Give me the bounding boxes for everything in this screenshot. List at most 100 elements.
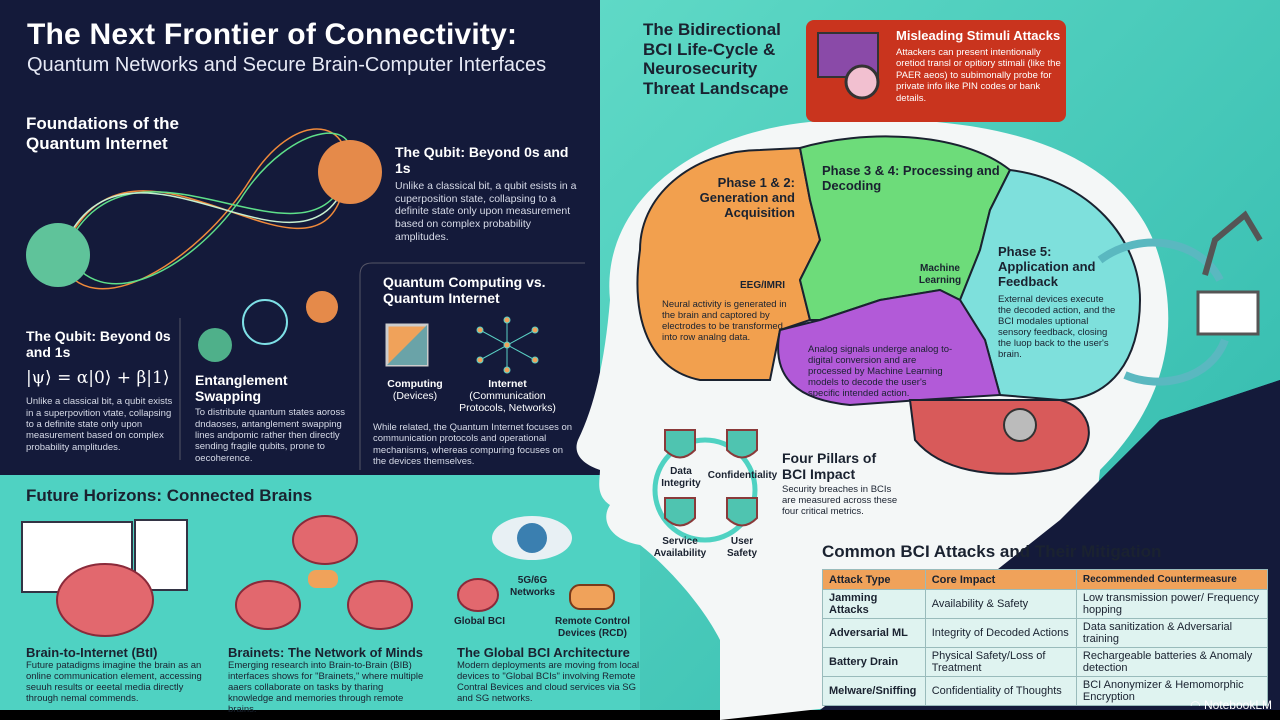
cell: Melware/Sniffing bbox=[822, 676, 926, 706]
qubit-formula: |ψ⟩ = α|0⟩ + β|1⟩ bbox=[26, 368, 170, 389]
shield-gear-icon bbox=[664, 497, 696, 527]
header-core-impact: Core Impact bbox=[924, 569, 1077, 590]
bci-title: The Bidirectional BCI Life-Cycle & Neuro… bbox=[643, 20, 789, 98]
gamepad-icon bbox=[569, 584, 615, 610]
phase-3-4-text: Analog signals underge analog to-digital… bbox=[808, 344, 953, 399]
pillars-section: Four Pillars of BCI Impact Security brea… bbox=[782, 450, 902, 518]
bti-section: Brain-to-Internet (BtI) Future patadigms… bbox=[26, 645, 206, 705]
brain-icon-left bbox=[235, 580, 301, 630]
cell: Availability & Safety bbox=[924, 589, 1077, 619]
phase-1-2-title: Phase 1 & 2: Generation and Acquisition bbox=[699, 175, 795, 220]
shield-check-icon bbox=[726, 497, 758, 527]
network-label: 5G/6G Networks bbox=[509, 575, 555, 598]
page-title: The Next Frontier of Connectivity: bbox=[27, 18, 518, 51]
cell: Adversarial ML bbox=[822, 618, 926, 648]
network-icon bbox=[476, 316, 539, 374]
phase-3-4-title: Phase 3 & 4: Processing and Decoding bbox=[822, 163, 1000, 193]
ml-label: Machine Learning bbox=[918, 263, 962, 286]
swap-sphere-right bbox=[306, 291, 338, 323]
pillars-ring bbox=[652, 437, 758, 543]
bti-text: Future patadigms imagine the brain as an… bbox=[26, 659, 202, 704]
bottom-bar bbox=[0, 710, 1280, 720]
header-attack-type: Attack Type bbox=[822, 569, 926, 590]
phase-5-text: External devices execute the decoded act… bbox=[998, 294, 1116, 360]
rcd-label: Remote Control Devices (RCD) bbox=[555, 616, 630, 639]
brain-icon-top bbox=[292, 515, 358, 565]
feedback-arrow-icon bbox=[1097, 238, 1224, 282]
qubit-sphere-right bbox=[318, 140, 382, 204]
swapping-section: Entanglement Swapping To distribute quan… bbox=[195, 372, 355, 464]
swapping-text: To distribute quantum states aoross dnda… bbox=[195, 407, 345, 464]
cell: Battery Drain bbox=[822, 647, 926, 677]
global-bci-label: Global BCI bbox=[453, 616, 506, 627]
swap-vortex bbox=[242, 299, 288, 345]
computing-label: Computing(Devices) bbox=[380, 378, 450, 402]
magnifier-icon bbox=[844, 64, 880, 100]
implant-device bbox=[1003, 408, 1037, 442]
computing-sub: (Devices) bbox=[392, 390, 438, 403]
internet-sub: (Communication Protocols, Networks) bbox=[459, 390, 556, 415]
global-section: The Global BCI Architecture Modern deplo… bbox=[457, 645, 642, 705]
qubit-left-text: Unlike a classical bit, a qubit exists i… bbox=[26, 396, 173, 453]
qubit-left-title: The Qubit: Beyond 0s and 1s bbox=[26, 328, 171, 361]
phase-1-2-text: Neural activity is generated in the brai… bbox=[662, 299, 787, 343]
brain-icon-right bbox=[347, 580, 413, 630]
feedback-return-arrow-icon bbox=[1123, 338, 1229, 386]
bti-title: Brain-to-Internet (BtI) bbox=[26, 645, 158, 660]
qubit-left-section: The Qubit: Beyond 0s and 1s |ψ⟩ = α|0⟩ +… bbox=[26, 328, 176, 453]
cerebellum bbox=[908, 399, 1090, 475]
qubit-top-title: The Qubit: Beyond 0s and 1s bbox=[395, 144, 569, 177]
notebooklm-logo-icon: ◠ bbox=[1190, 698, 1204, 712]
brain-icon-global bbox=[457, 578, 499, 612]
brain-icon-bti bbox=[56, 563, 154, 637]
pillar-data-integrity: Data Integrity bbox=[661, 466, 701, 489]
swap-sphere-left bbox=[198, 328, 232, 362]
qubit-sphere-left bbox=[26, 223, 90, 287]
header-countermeasure: Recommended Countermeasure bbox=[1075, 569, 1269, 590]
pillars-text: Security breaches in BCIs are measured a… bbox=[782, 484, 898, 518]
pillar-service-availability: Service Availability bbox=[653, 536, 707, 559]
pillar-confidentiality: Confidentiality bbox=[707, 470, 778, 481]
pillar-user-safety: User Safety bbox=[726, 536, 757, 559]
page-subtitle: Quantum Networks and Secure Brain-Comput… bbox=[27, 54, 547, 76]
phase-5-title: Phase 5: Application and Feedback bbox=[998, 244, 1096, 289]
versus-text: While related, the Quantum Internet focu… bbox=[373, 422, 573, 468]
attacks-table: Attack Type Core Impact Recommended Coun… bbox=[822, 569, 1269, 706]
cell: BCI Anonymizer & Hemomorphic Encryption bbox=[1075, 676, 1269, 706]
watermark: ◠ NotebookLM bbox=[1190, 698, 1272, 712]
stimuli-section: Misleading Stimuli Attacks Attackers can… bbox=[896, 28, 1061, 104]
stimuli-text: Attackers can present intentionally oret… bbox=[896, 46, 1061, 104]
qubit-top-section: The Qubit: Beyond 0s and 1s Unlike a cla… bbox=[395, 144, 585, 243]
computing-label-text: Computing bbox=[387, 378, 443, 390]
future-title: Future Horizons: Connected Brains bbox=[26, 486, 313, 505]
cell: Integrity of Decoded Actions bbox=[924, 618, 1077, 648]
lobe-processing bbox=[777, 288, 1002, 407]
cell: Physical Safety/Loss of Treatment bbox=[924, 647, 1077, 677]
cell: Data sanitization & Adversarial training bbox=[1075, 618, 1269, 648]
cell: Confidentiality of Thoughts bbox=[924, 676, 1077, 706]
table-header-row: Attack Type Core Impact Recommended Coun… bbox=[822, 569, 1269, 590]
cell: Low transmission power/ Frequency hoppin… bbox=[1075, 589, 1269, 619]
versus-title: Quantum Computing vs. Quantum Internet bbox=[383, 274, 546, 307]
cell: Rechargeable batteries & Anomaly detecti… bbox=[1075, 647, 1269, 677]
shield-lock-icon bbox=[726, 429, 758, 459]
attacks-title: Common BCI Attacks and Their Mitigation bbox=[822, 542, 1162, 561]
global-text: Modern deployments are moving from local… bbox=[457, 659, 640, 704]
brainets-section: Brainets: The Network of Minds Emerging … bbox=[228, 645, 428, 716]
internet-label: Internet(Communication Protocols, Networ… bbox=[455, 378, 560, 414]
cell: Jamming Attacks bbox=[822, 589, 926, 619]
foundations-title: Foundations of the Quantum Internet bbox=[26, 114, 179, 153]
robot-arm-icon bbox=[1202, 210, 1263, 276]
swapping-title: Entanglement Swapping bbox=[195, 372, 288, 405]
divider bbox=[359, 262, 585, 470]
shield-database-icon bbox=[664, 429, 696, 459]
brainets-text: Emerging research into Brain-to-Brain (B… bbox=[228, 659, 424, 715]
pillars-title: Four Pillars of BCI Impact bbox=[782, 450, 877, 483]
globe-icon bbox=[517, 523, 547, 553]
watermark-text: NotebookLM bbox=[1203, 698, 1272, 712]
computer-monitor-icon bbox=[1196, 290, 1260, 336]
